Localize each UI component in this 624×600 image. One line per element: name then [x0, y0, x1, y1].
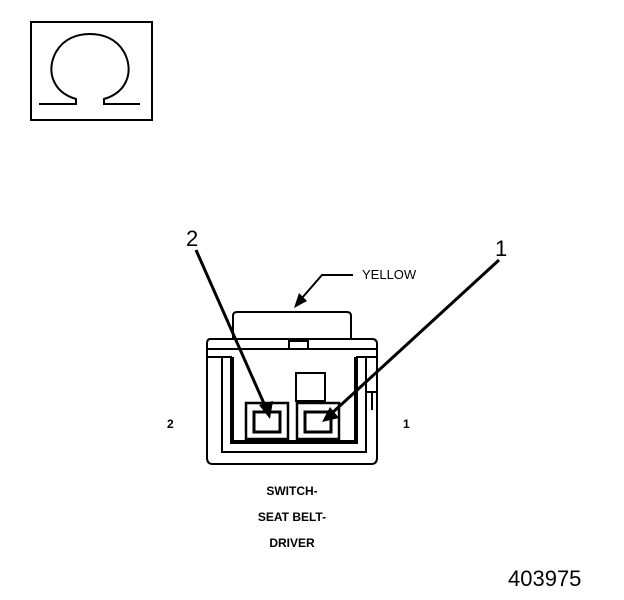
- caption-line-1: SWITCH-: [266, 484, 318, 498]
- pin-1-label: 1: [403, 417, 410, 431]
- callout-1: 1: [495, 236, 508, 261]
- pin-2-label: 2: [167, 417, 174, 431]
- connector-body: [206, 311, 378, 465]
- caption-line-2: SEAT BELT-: [257, 510, 327, 524]
- callout-2: 2: [186, 226, 199, 251]
- figure-number: 403975: [508, 566, 582, 591]
- wire-color-label: YELLOW: [362, 267, 417, 282]
- callout-1-leader: [322, 258, 501, 422]
- wire-color-leader: [294, 274, 353, 308]
- caption-line-3: DRIVER: [269, 536, 315, 550]
- component-caption: SWITCH- SEAT BELT- DRIVER: [222, 478, 362, 556]
- callout-2-leader: [194, 249, 273, 419]
- ohm-icon: [30, 21, 153, 121]
